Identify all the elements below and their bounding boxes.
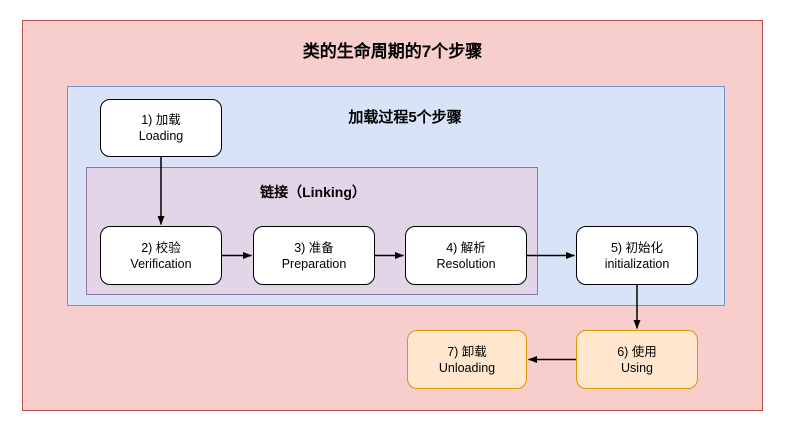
node-verification-label-en: Verification [130, 256, 192, 271]
node-initialization-label-en: initialization [604, 256, 670, 271]
node-using[interactable]: 6) 使用 Using [576, 330, 698, 389]
node-resolution-label-en: Resolution [436, 256, 496, 271]
node-initialization-label-cn: 5) 初始化 [610, 240, 664, 255]
node-loading-label-en: Loading [138, 129, 184, 143]
node-resolution[interactable]: 4) 解析 Resolution [405, 226, 527, 285]
loading-process-title: 加载过程5个步骤 [348, 109, 462, 126]
node-unloading-label-cn: 7) 卸载 [447, 344, 487, 359]
node-loading-label-cn: 1) 加载 [141, 113, 181, 127]
node-using-label-cn: 6) 使用 [617, 344, 657, 359]
node-loading[interactable]: 1) 加载 Loading [100, 99, 222, 157]
node-preparation-label-en: Preparation [281, 256, 347, 271]
node-unloading[interactable]: 7) 卸载 Unloading [407, 330, 527, 389]
node-unloading-label-en: Unloading [438, 360, 496, 375]
node-using-label-en: Using [621, 360, 653, 375]
node-verification-label-cn: 2) 校验 [141, 240, 181, 255]
node-initialization[interactable]: 5) 初始化 initialization [576, 226, 698, 285]
diagram-title: 类的生命周期的7个步骤 [302, 42, 483, 61]
linking-title: 链接（Linking） [260, 184, 366, 200]
node-preparation-label-cn: 3) 准备 [294, 240, 334, 255]
node-preparation[interactable]: 3) 准备 Preparation [253, 226, 375, 285]
node-verification[interactable]: 2) 校验 Verification [100, 226, 222, 285]
node-resolution-label-cn: 4) 解析 [446, 240, 486, 255]
